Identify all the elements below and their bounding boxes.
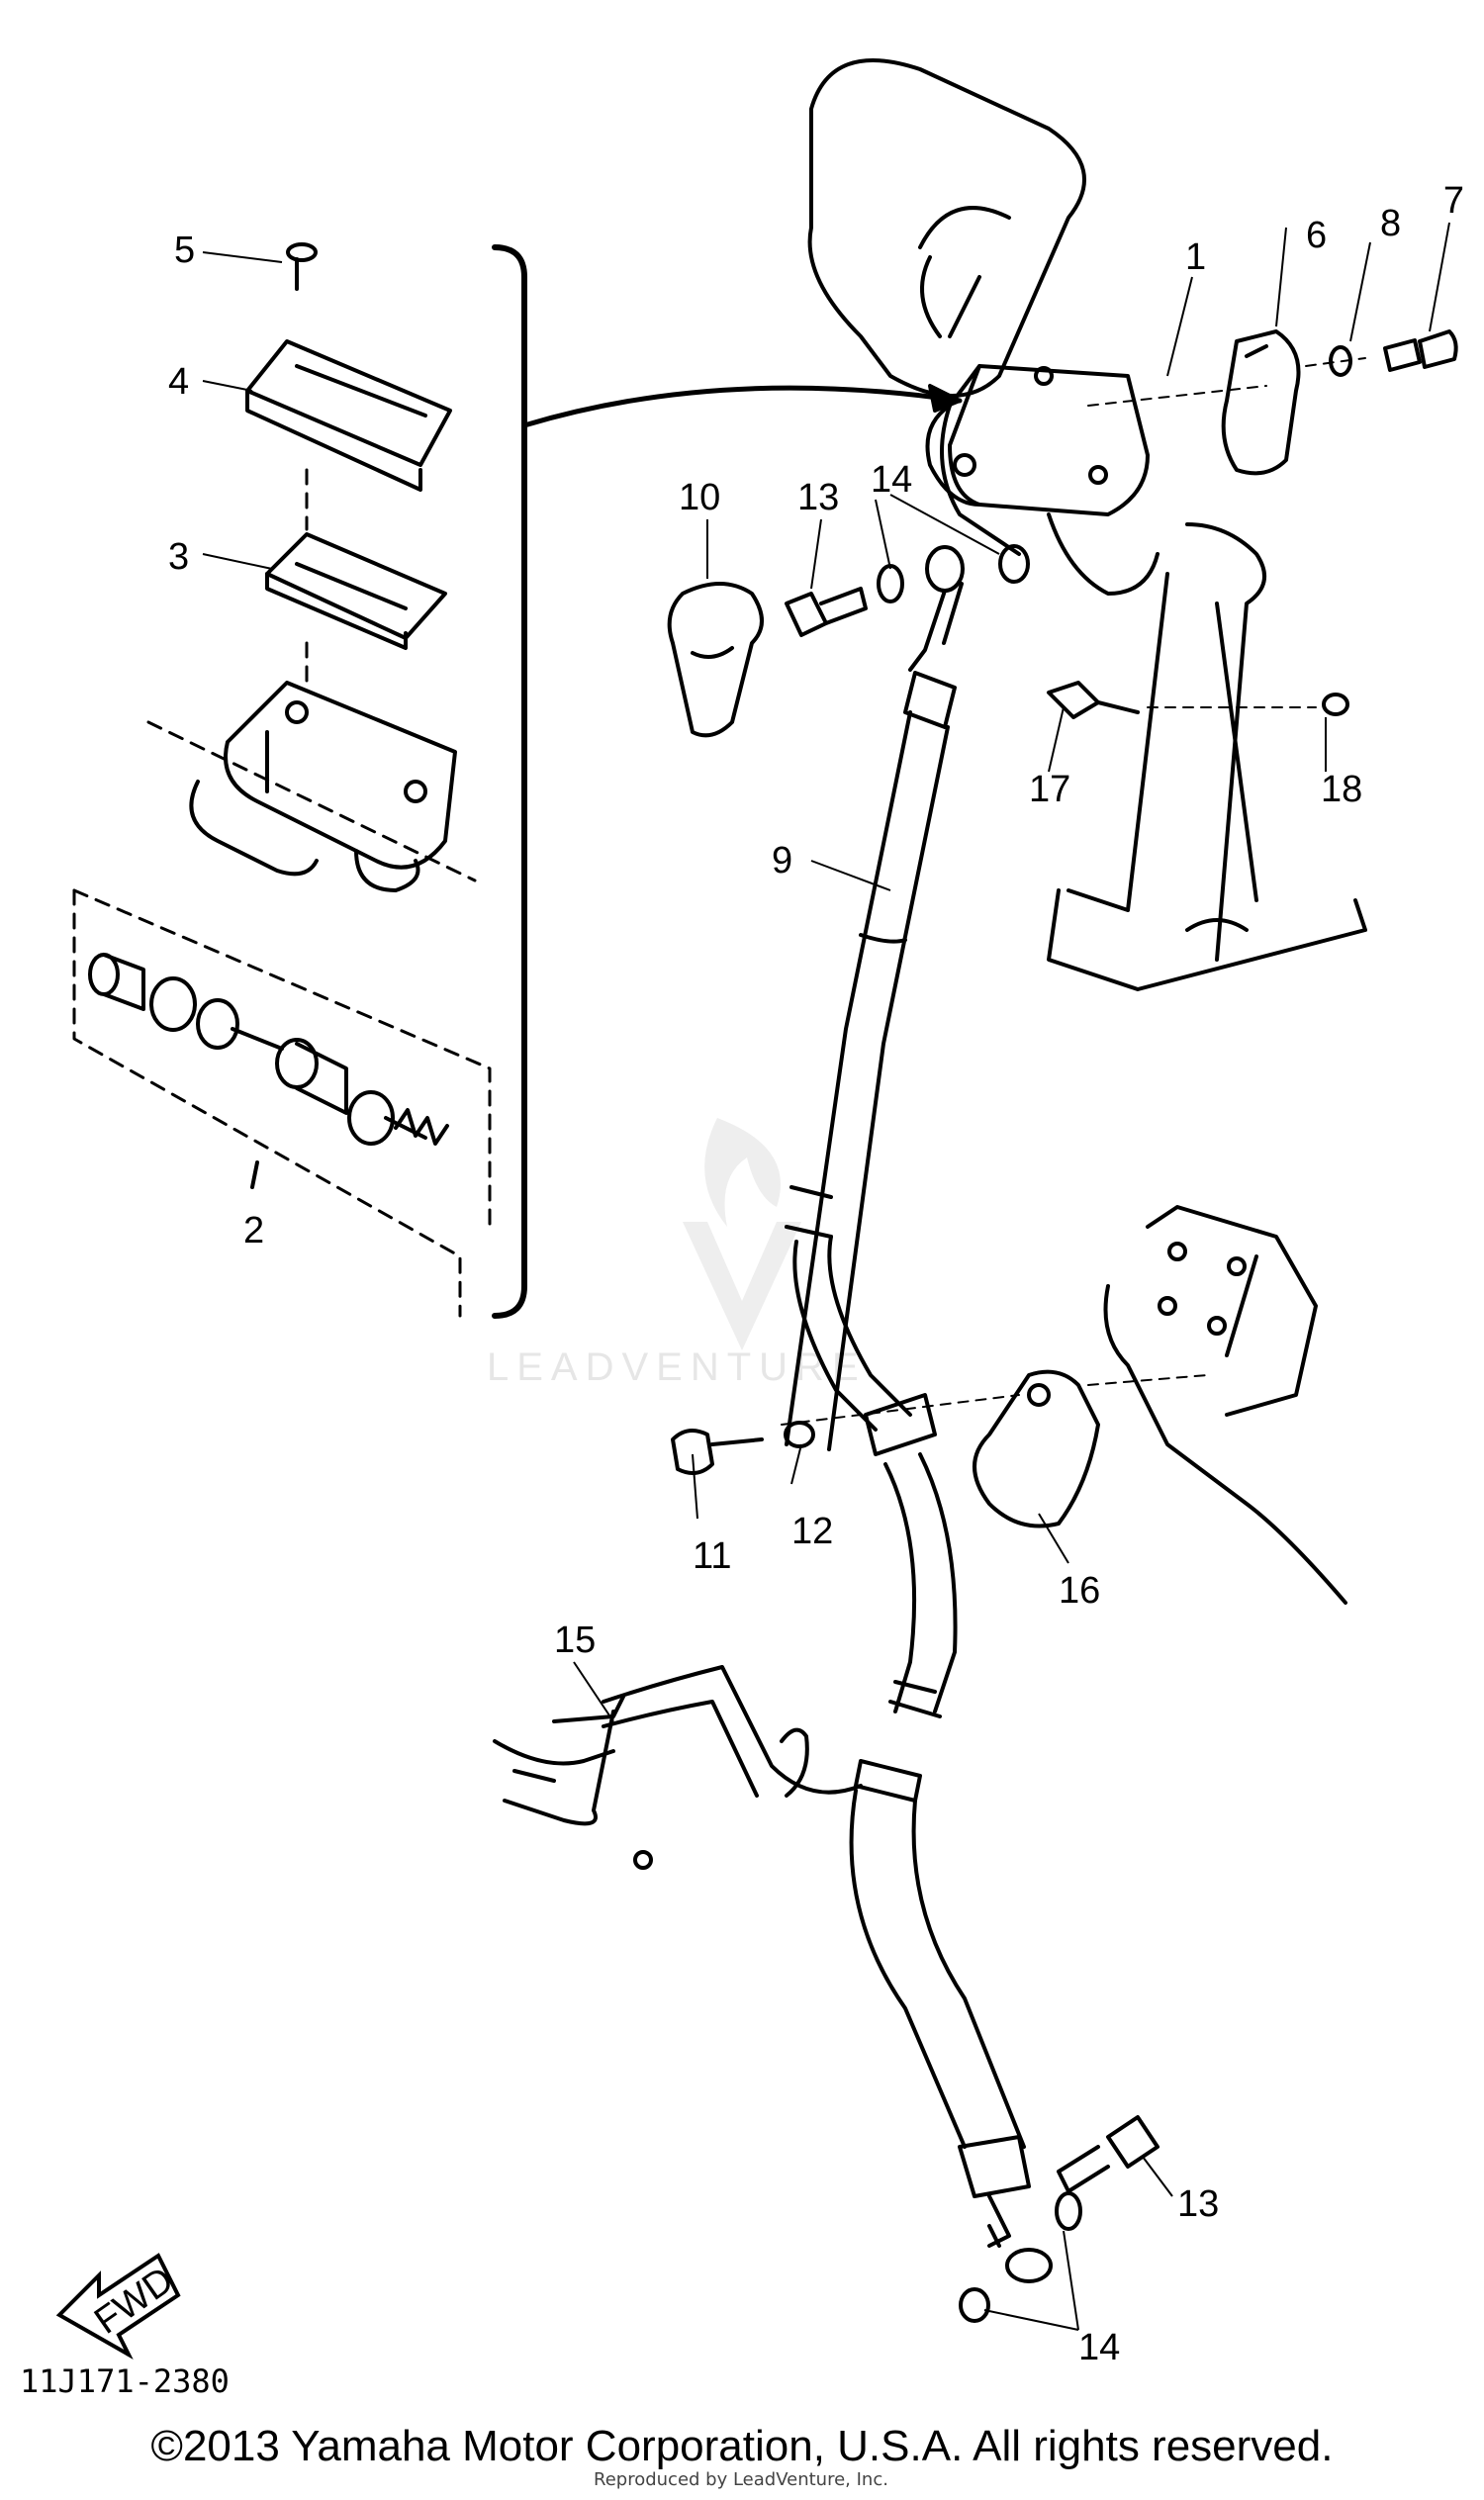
stay-part-15 <box>493 1665 863 1870</box>
arrow-to-cylinder <box>521 384 963 428</box>
callout-3: 3 <box>168 536 189 578</box>
watermark-text: LEADVENTURE <box>487 1345 867 1389</box>
callouts: 1 2 3 4 5 6 7 8 9 10 11 12 13 13 14 14 1… <box>168 180 1464 2368</box>
callout-9: 9 <box>772 840 792 881</box>
callout-2: 2 <box>243 1210 264 1251</box>
union-bolt-part-13-bottom <box>1057 2115 1159 2193</box>
piston-kit-part-2 <box>88 953 449 1146</box>
diaphragm-part-3 <box>265 532 447 650</box>
callout-15: 15 <box>554 1620 596 1661</box>
banjo-fitting-top <box>908 545 965 672</box>
hose-guide-part-16 <box>973 1369 1100 1528</box>
watermark: LEADVENTURE <box>487 1118 867 1389</box>
washer-part-14-bottom-a <box>1055 2191 1082 2231</box>
callout-14-bottom: 14 <box>1078 2327 1120 2368</box>
brake-hose-part-9 <box>785 671 1031 2248</box>
holder-part-6 <box>1221 329 1301 476</box>
union-bolt-part-13-top <box>785 587 868 637</box>
banjo-fitting-bottom <box>987 2224 1053 2283</box>
bolt-part-11 <box>671 1429 764 1475</box>
callout-18: 18 <box>1321 769 1362 810</box>
washer-part-14-top-b <box>998 544 1030 584</box>
callout-13-bottom: 13 <box>1177 2183 1219 2225</box>
clamp-part-17 <box>1047 681 1140 719</box>
handlebar-grip <box>807 58 1086 398</box>
leader-lines <box>781 357 1366 1426</box>
exploded-box <box>72 468 492 1318</box>
copyright-text: ©2013 Yamaha Motor Corporation, U.S.A. A… <box>150 2422 1334 2470</box>
reproduced-text: Reproduced by LeadVenture, Inc. <box>594 2469 888 2490</box>
callout-13-top: 13 <box>797 477 839 518</box>
callout-16: 16 <box>1059 1570 1100 1612</box>
cap-part-4 <box>245 339 452 492</box>
bolt-part-7 <box>1383 329 1458 372</box>
diagram-code: 11J171-2380 <box>20 2362 230 2400</box>
master-cylinder <box>925 364 1159 596</box>
screw-part-5 <box>286 242 318 291</box>
callout-7: 7 <box>1443 180 1464 222</box>
callout-11: 11 <box>693 1535 731 1577</box>
fwd-arrow <box>55 2253 181 2361</box>
callout-17: 17 <box>1029 769 1070 810</box>
callout-10: 10 <box>679 477 720 518</box>
callout-4: 4 <box>168 361 189 403</box>
footrest-bracket <box>1103 1205 1347 1605</box>
callout-5: 5 <box>174 230 195 271</box>
part-2-leader <box>250 1160 259 1189</box>
callout-12: 12 <box>791 1511 833 1552</box>
cylinder-body <box>189 681 457 892</box>
group-bracket <box>492 244 527 1319</box>
washer-part-14-bottom-b <box>959 2287 990 2323</box>
callout-6: 6 <box>1306 215 1327 256</box>
handlebar-bracket <box>1047 522 1367 991</box>
nut-part-18 <box>1322 693 1349 716</box>
callout-1: 1 <box>1185 236 1206 278</box>
callout-8: 8 <box>1380 203 1401 244</box>
callout-14-top: 14 <box>871 459 912 501</box>
callout-leaders <box>202 222 1450 2331</box>
cap-part-10 <box>667 582 764 738</box>
washer-part-14-top-a <box>877 564 904 603</box>
